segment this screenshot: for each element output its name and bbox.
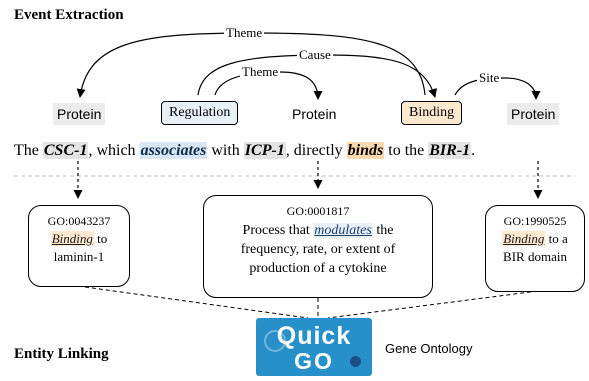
go-term-right: GO:1990525 Binding to a BIR domain: [485, 205, 585, 292]
go-desc-text: the: [372, 223, 394, 238]
go-desc-text: Process that: [242, 223, 314, 238]
node-protein-1: Protein: [53, 103, 106, 125]
sentence-text: The: [14, 142, 43, 159]
node-protein-2: Protein: [292, 106, 337, 122]
entity-linking-heading: Entity Linking: [14, 346, 109, 362]
edge-label-site: Site: [477, 70, 502, 85]
sentence-text: with: [207, 142, 244, 159]
edge-label-theme-outer: Theme: [224, 25, 265, 40]
go-keyword-binding-left: Binding: [50, 231, 94, 246]
trigger-associates: associates: [139, 142, 208, 159]
go-desc-right-line1: Binding to a: [486, 230, 584, 248]
node-binding: Binding: [401, 101, 463, 125]
logo-word-quick: Quick: [276, 322, 352, 350]
entity-icp1: ICP-1: [243, 142, 286, 159]
sentence-text: , which: [88, 142, 140, 159]
go-id-left: GO:0043237: [47, 214, 111, 228]
logo-dot-icon: [350, 356, 361, 367]
entity-bir1: BIR-1: [428, 142, 472, 159]
node-protein-3: Protein: [507, 103, 560, 125]
edge-label-theme-inner: Theme: [240, 64, 281, 79]
go-desc-middle-line2: frequency, rate, or extent of: [240, 242, 396, 257]
go-term-left: GO:0043237 Binding to laminin-1: [28, 205, 130, 287]
go-desc-text: to: [93, 231, 108, 246]
edge-label-cause: Cause: [297, 47, 333, 62]
go-desc-middle-line3: production of a cytokine: [249, 261, 387, 276]
go-term-middle: GO:0001817 Process that modulates the fr…: [203, 195, 433, 298]
trigger-binds: binds: [346, 142, 385, 159]
input-sentence: The CSC-1, which associates with ICP-1, …: [14, 141, 475, 161]
sentence-text: .: [471, 142, 476, 159]
site-arc: [454, 77, 541, 100]
node-regulation: Regulation: [161, 101, 239, 125]
go-desc-left-line2: laminin-1: [53, 249, 105, 264]
logo-link-left: [77, 285, 309, 319]
quickgo-logo: Quick GO: [256, 318, 372, 376]
event-extraction-heading: Event Extraction: [14, 7, 124, 23]
go-desc-right-line2: BIR domain: [503, 249, 567, 264]
logo-ring-icon: [264, 330, 286, 352]
entity-csc1: CSC-1: [42, 142, 89, 159]
go-desc-text: to a: [545, 231, 568, 246]
go-id-right: GO:1990525: [503, 214, 567, 228]
go-desc-left-line1: Binding to: [29, 230, 129, 248]
go-keyword-binding-right: Binding: [502, 231, 546, 246]
go-desc-middle-line1: Process that modulates the: [204, 221, 432, 240]
sentence-text: to the: [384, 142, 429, 159]
sentence-text: , directly: [285, 142, 347, 159]
gene-ontology-label: Gene Ontology: [385, 341, 473, 356]
logo-word-go: GO: [294, 348, 334, 374]
logo-link-right: [327, 290, 539, 319]
go-keyword-modulates: modulates: [313, 223, 373, 238]
go-id-middle: GO:0001817: [286, 204, 350, 218]
